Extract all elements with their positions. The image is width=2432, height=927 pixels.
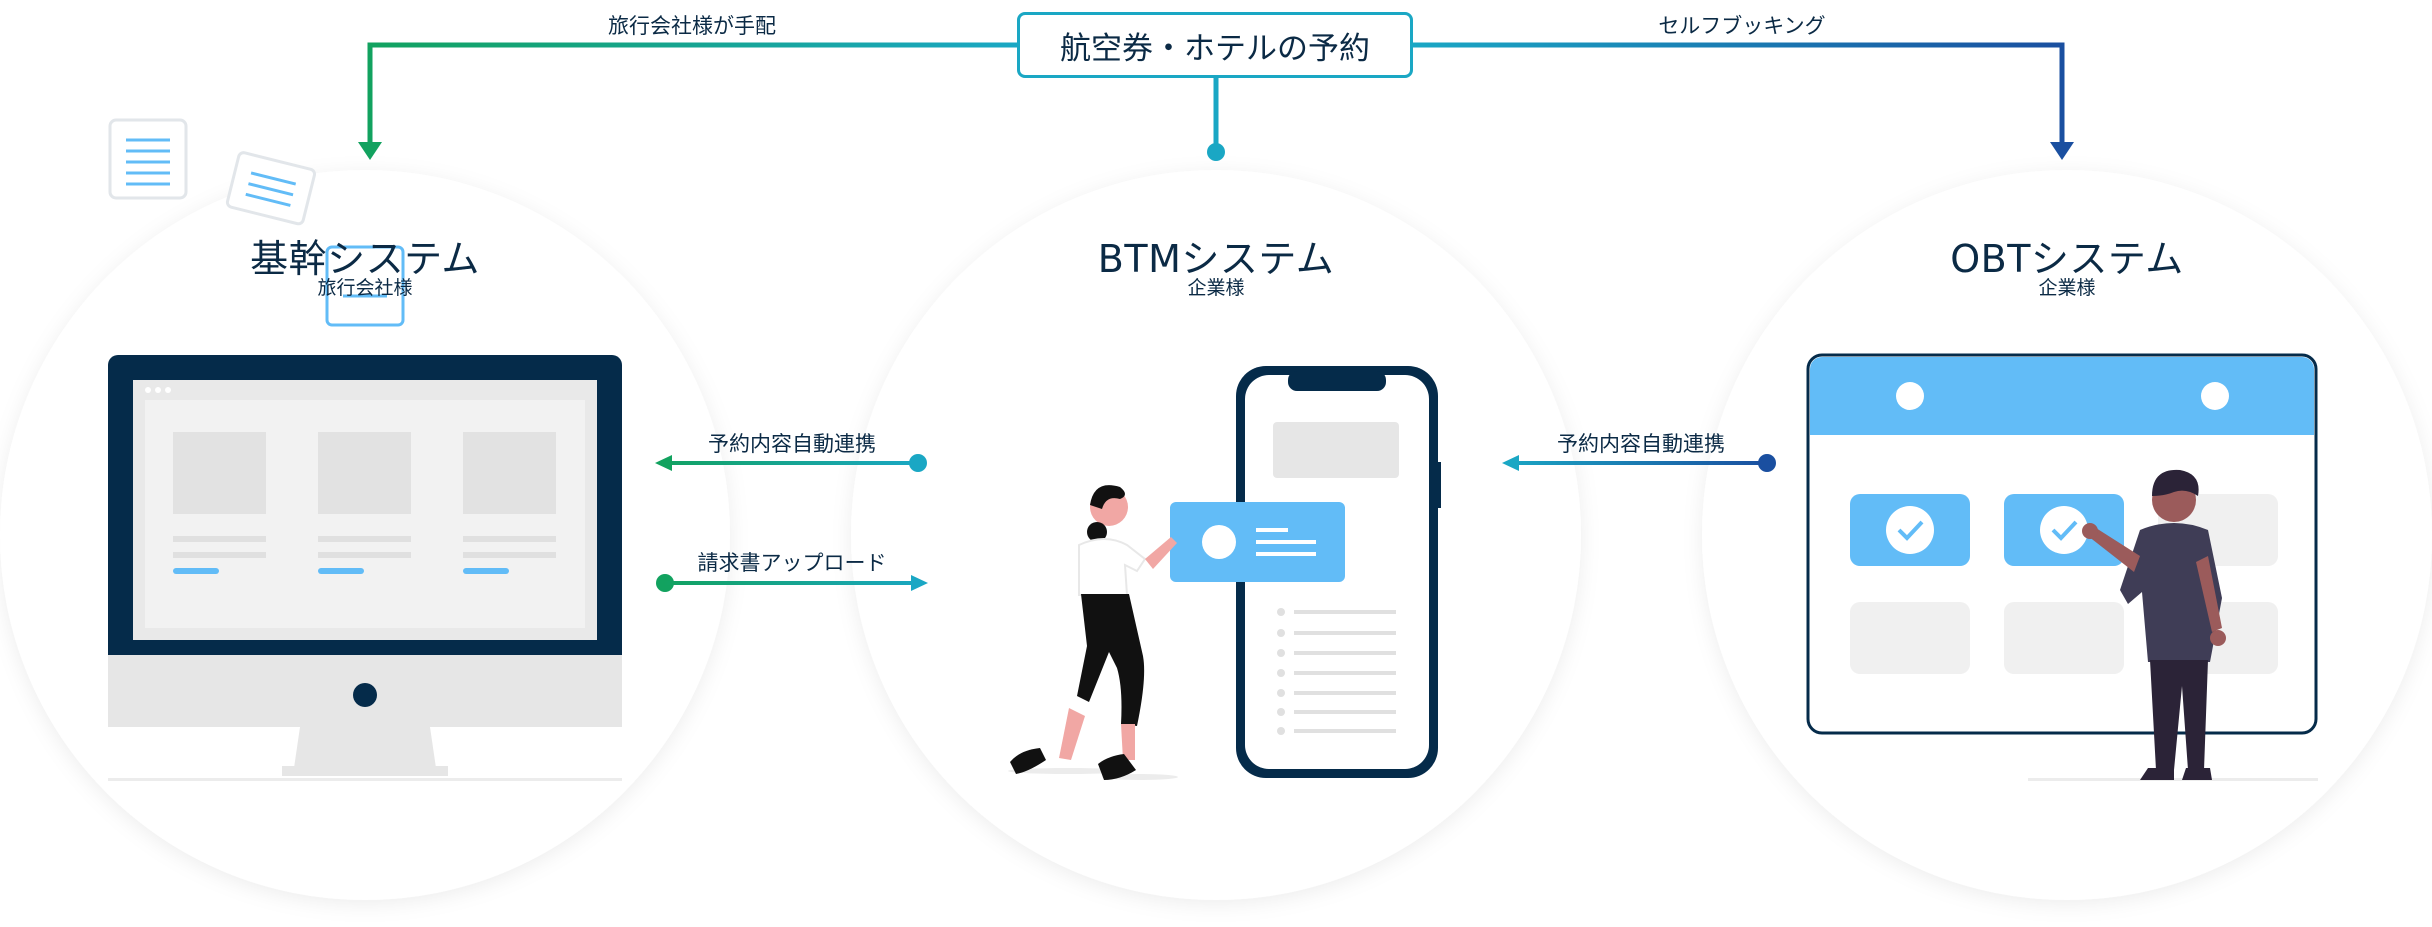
booking-header-box: 航空券・ホテルの予約 [1017, 12, 1413, 78]
invoice-upload-arrow [656, 574, 928, 592]
btm-system-title: BTMシステム [1097, 237, 1335, 281]
booking-header-title: 航空券・ホテルの予約 [1060, 30, 1370, 67]
core-system-subtitle: 旅行会社様 [317, 277, 413, 299]
woman-figure-illustration [1008, 485, 1178, 780]
top-left-connector [358, 42, 1017, 160]
btm-obt-sync-label: 予約内容自動連携 [1557, 432, 1725, 456]
desktop-monitor-illustration [108, 355, 622, 781]
btm-system-subtitle: 企業様 [1187, 277, 1245, 299]
btm-obt-sync-arrow [1502, 454, 1776, 472]
obt-system-subtitle: 企業様 [2038, 277, 2096, 299]
core-system-title: 基幹システム [250, 237, 480, 281]
invoice-upload-label: 請求書アップロード [697, 551, 887, 575]
top-right-connector [1413, 42, 2074, 160]
profile-card-icon [1170, 502, 1345, 582]
floating-document-icon [108, 118, 188, 200]
travel-agency-arranged-label: 旅行会社様が手配 [608, 14, 776, 38]
man-figure-illustration [2028, 469, 2318, 781]
core-btm-sync-arrow [655, 454, 927, 472]
phone-list-lines [1277, 608, 1396, 735]
core-btm-sync-label: 予約内容自動連携 [708, 432, 876, 456]
floating-document-icon [225, 151, 317, 226]
calendar-illustration [1806, 353, 2318, 735]
obt-system-title: OBTシステム [1950, 237, 2184, 281]
top-center-connector [1207, 78, 1225, 161]
floating-document-icon [325, 245, 405, 327]
self-booking-label: セルフブッキング [1658, 14, 1826, 38]
